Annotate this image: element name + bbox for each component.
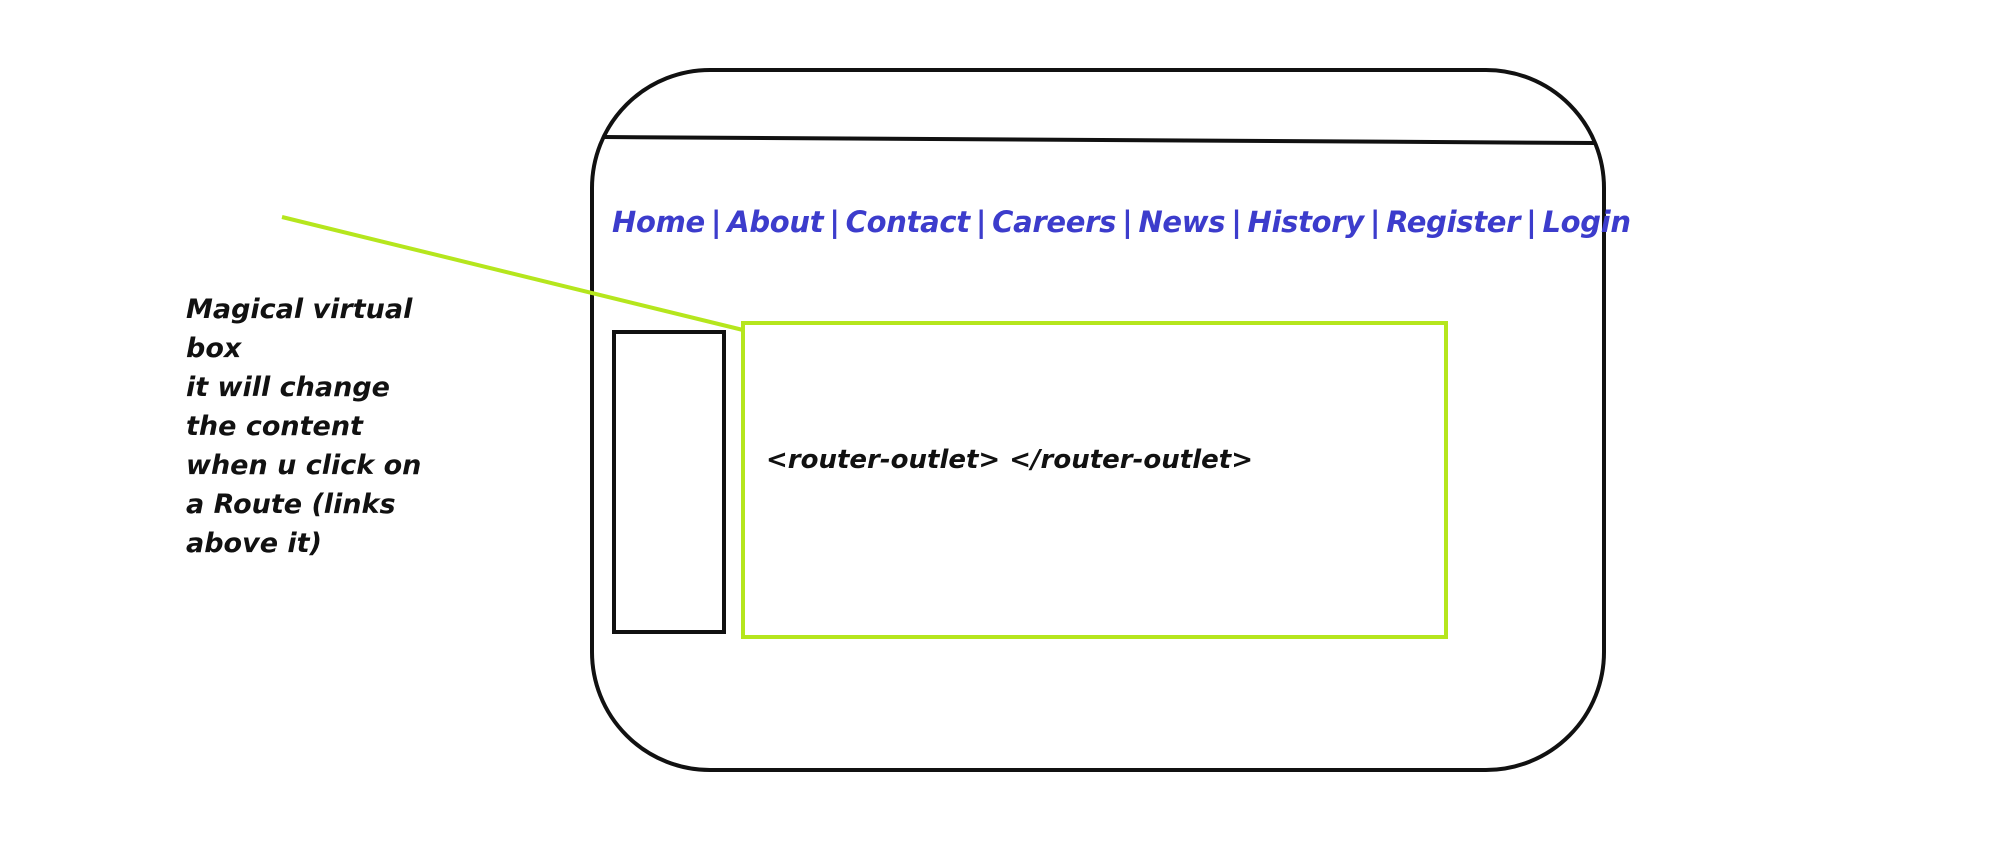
router-outlet-box xyxy=(741,321,1448,639)
nav-link-contact[interactable]: Contact xyxy=(845,205,971,239)
browser-frame xyxy=(590,68,1606,772)
nav-link-register[interactable]: Register xyxy=(1386,205,1521,239)
nav-link-careers[interactable]: Careers xyxy=(992,205,1117,239)
router-outlet-label: <router-outlet> </router-outlet> xyxy=(766,445,1253,475)
nav-separator: | xyxy=(975,205,987,239)
annotation-line: a Route (links xyxy=(186,489,396,520)
annotation-line: the content xyxy=(186,411,363,442)
nav-links: Home|About|Contact|Careers|News|History|… xyxy=(612,200,1631,244)
annotation-line: above it) xyxy=(186,528,322,559)
nav-link-about[interactable]: About xyxy=(727,205,824,239)
nav-separator: | xyxy=(1526,205,1537,239)
nav-separator: | xyxy=(1369,205,1381,239)
annotation-line: when u click on xyxy=(186,450,422,481)
annotation-pointer-line xyxy=(281,215,744,332)
nav-link-news[interactable]: News xyxy=(1138,205,1226,239)
annotation-line: box xyxy=(186,333,242,364)
annotation-note: Magical virtual box it will change the c… xyxy=(186,290,436,563)
nav-link-history[interactable]: History xyxy=(1247,205,1365,239)
nav-separator: | xyxy=(710,205,722,239)
nav-link-home[interactable]: Home xyxy=(612,205,705,239)
nav-separator: | xyxy=(829,205,840,239)
sidebar-box xyxy=(612,330,726,634)
annotation-line: Magical virtual xyxy=(186,294,413,325)
nav-separator: | xyxy=(1231,205,1242,239)
nav-link-login[interactable]: Login xyxy=(1542,205,1631,239)
annotation-line: it will change xyxy=(186,372,390,403)
nav-separator: | xyxy=(1122,205,1133,239)
address-bar-divider xyxy=(603,135,1596,145)
